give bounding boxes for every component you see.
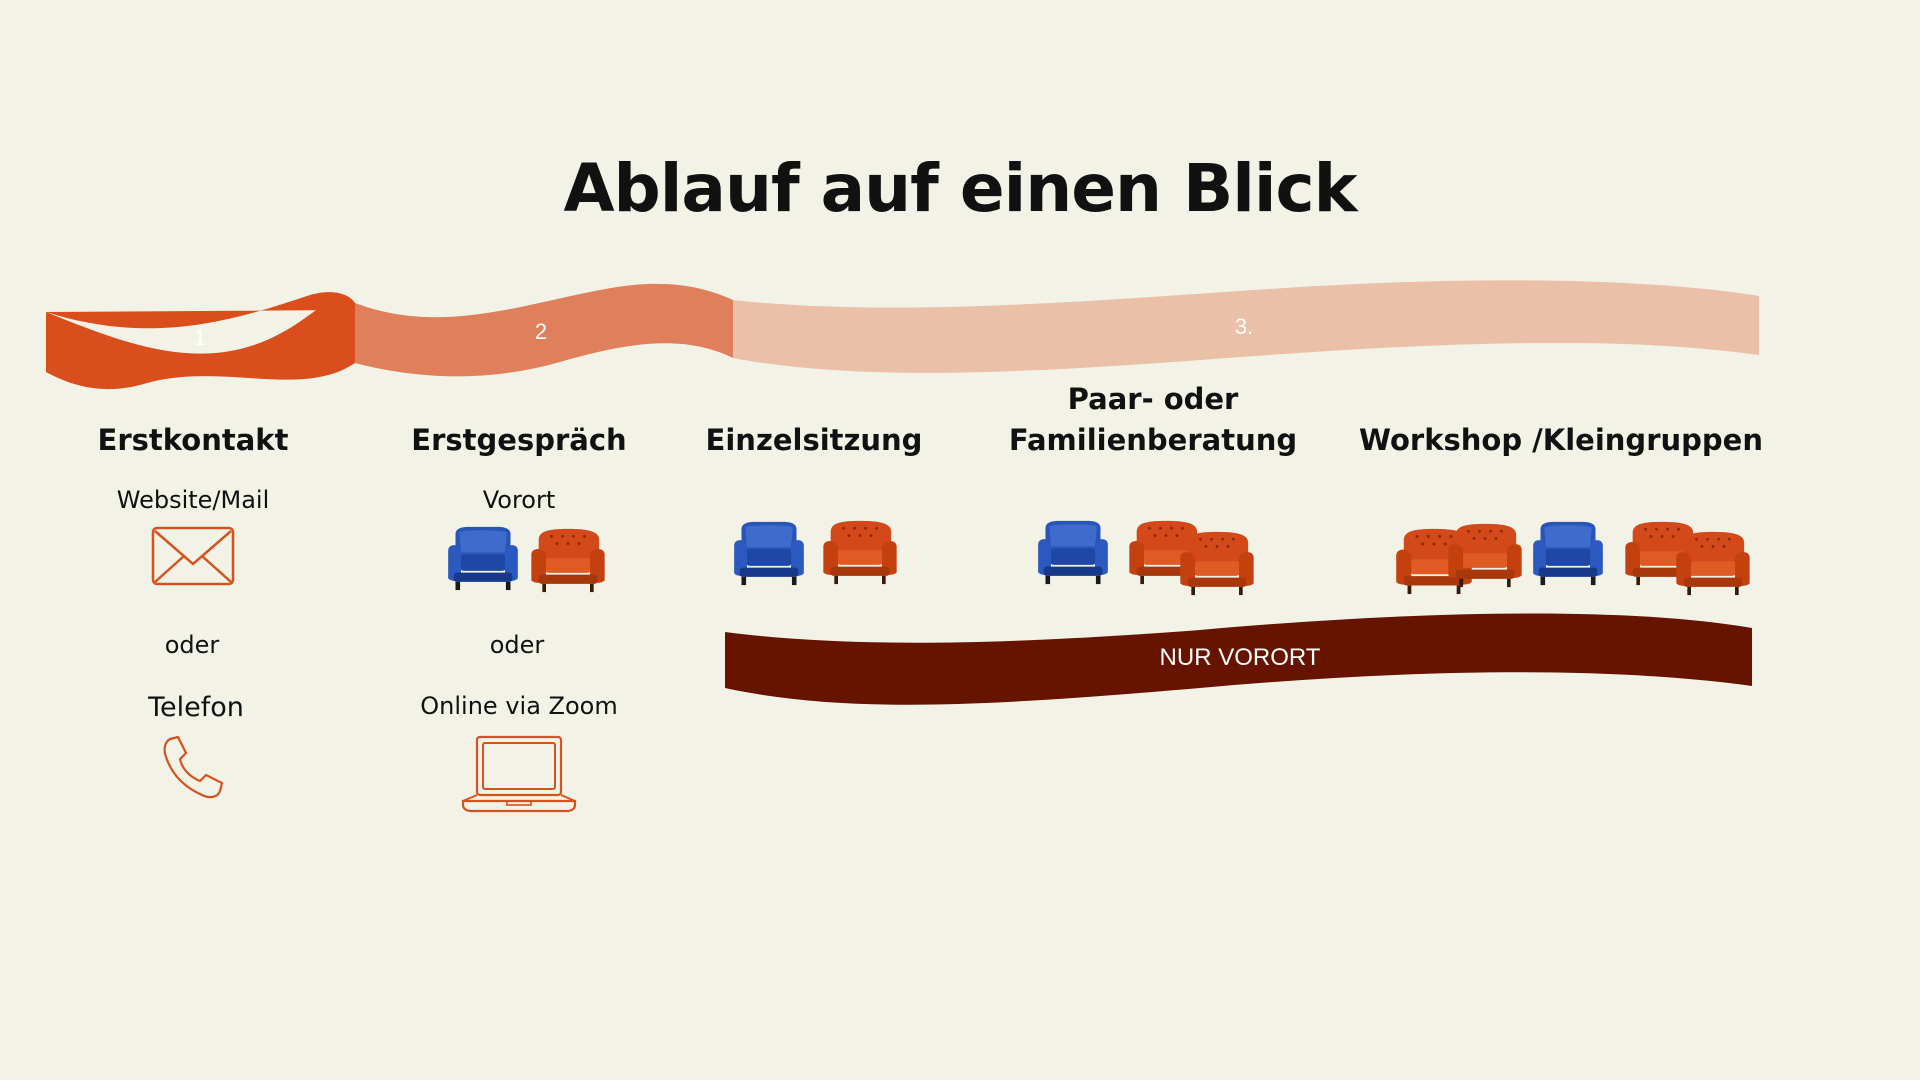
step-3-number: 3. — [1234, 314, 1254, 339]
step-1-band-top — [46, 292, 355, 329]
armchair-blue — [446, 525, 520, 591]
option-website-mail: Website/Mail — [116, 486, 270, 514]
page-title: Ablauf auf einen Blick — [563, 150, 1357, 227]
armchair-orange — [528, 527, 608, 593]
nur-vorort-band — [725, 613, 1752, 705]
option-vorort: Vorort — [482, 486, 556, 514]
armchair-orange — [1672, 530, 1754, 596]
step-2-band — [355, 283, 733, 377]
separator-oder-2: oder — [489, 631, 545, 659]
armchair-blue — [731, 520, 807, 586]
step-2-number: 2 — [534, 319, 548, 344]
armchair-orange — [1176, 530, 1258, 596]
heading-erstgespraech: Erstgespräch — [411, 423, 627, 457]
option-telefon: Telefon — [148, 692, 244, 723]
laptop-icon — [461, 735, 577, 813]
heading-erstkontakt: Erstkontakt — [97, 423, 289, 457]
heading-workshop: Workshop /Kleingruppen — [1359, 423, 1763, 457]
armchair-orange — [818, 519, 902, 585]
heading-paarberatung-line1: Paar- oder — [1067, 382, 1239, 416]
phone-icon — [163, 735, 224, 799]
separator-oder-1: oder — [164, 631, 220, 659]
envelope-icon — [151, 526, 235, 586]
step-1-band — [46, 297, 355, 390]
step-3-band — [733, 280, 1759, 373]
heading-paarberatung-line2: Familienberatung — [1008, 423, 1298, 457]
armchair-blue — [1035, 519, 1111, 585]
option-online-zoom: Online via Zoom — [420, 692, 618, 720]
armchair-blue — [1530, 520, 1606, 586]
step-1-number: 1 — [193, 325, 207, 350]
nur-vorort-label: NUR VORORT — [1159, 644, 1321, 671]
armchair-orange — [1444, 522, 1526, 588]
heading-einzelsitzung: Einzelsitzung — [705, 423, 923, 457]
